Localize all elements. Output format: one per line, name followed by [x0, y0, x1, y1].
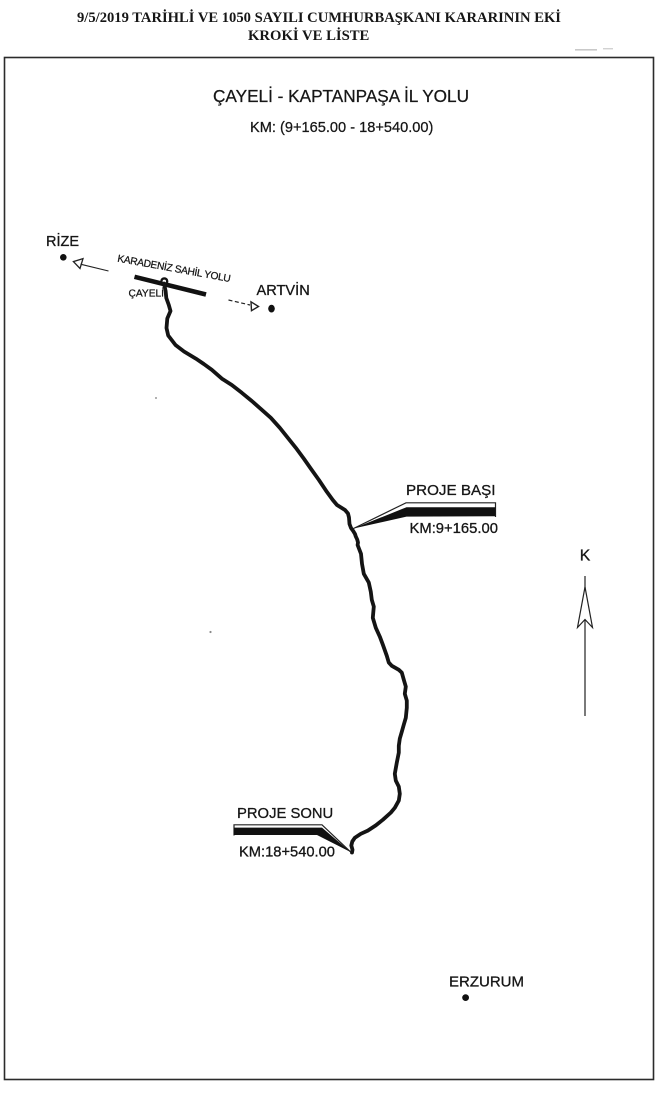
- svg-text:KM: (9+165.00 - 18+540.00): KM: (9+165.00 - 18+540.00): [250, 120, 433, 136]
- svg-text:PROJE SONU: PROJE SONU: [237, 806, 333, 822]
- svg-text:ÇAYELİ: ÇAYELİ: [129, 287, 164, 300]
- svg-text:KM:9+165.00: KM:9+165.00: [410, 521, 498, 537]
- svg-text:KARADENİZ SAHİL YOLU: KARADENİZ SAHİL YOLU: [116, 252, 231, 285]
- svg-text:RİZE: RİZE: [46, 232, 79, 250]
- svg-text:ÇAYELİ - KAPTANPAŞA İL YOLU: ÇAYELİ - KAPTANPAŞA İL YOLU: [213, 86, 469, 106]
- svg-text:ERZURUM: ERZURUM: [449, 974, 524, 991]
- svg-text:K: K: [580, 548, 591, 565]
- svg-text:PROJE BAŞI: PROJE BAŞI: [406, 482, 495, 499]
- svg-text:KM:18+540.00: KM:18+540.00: [239, 845, 335, 861]
- svg-text:ARTVİN: ARTVİN: [257, 281, 310, 299]
